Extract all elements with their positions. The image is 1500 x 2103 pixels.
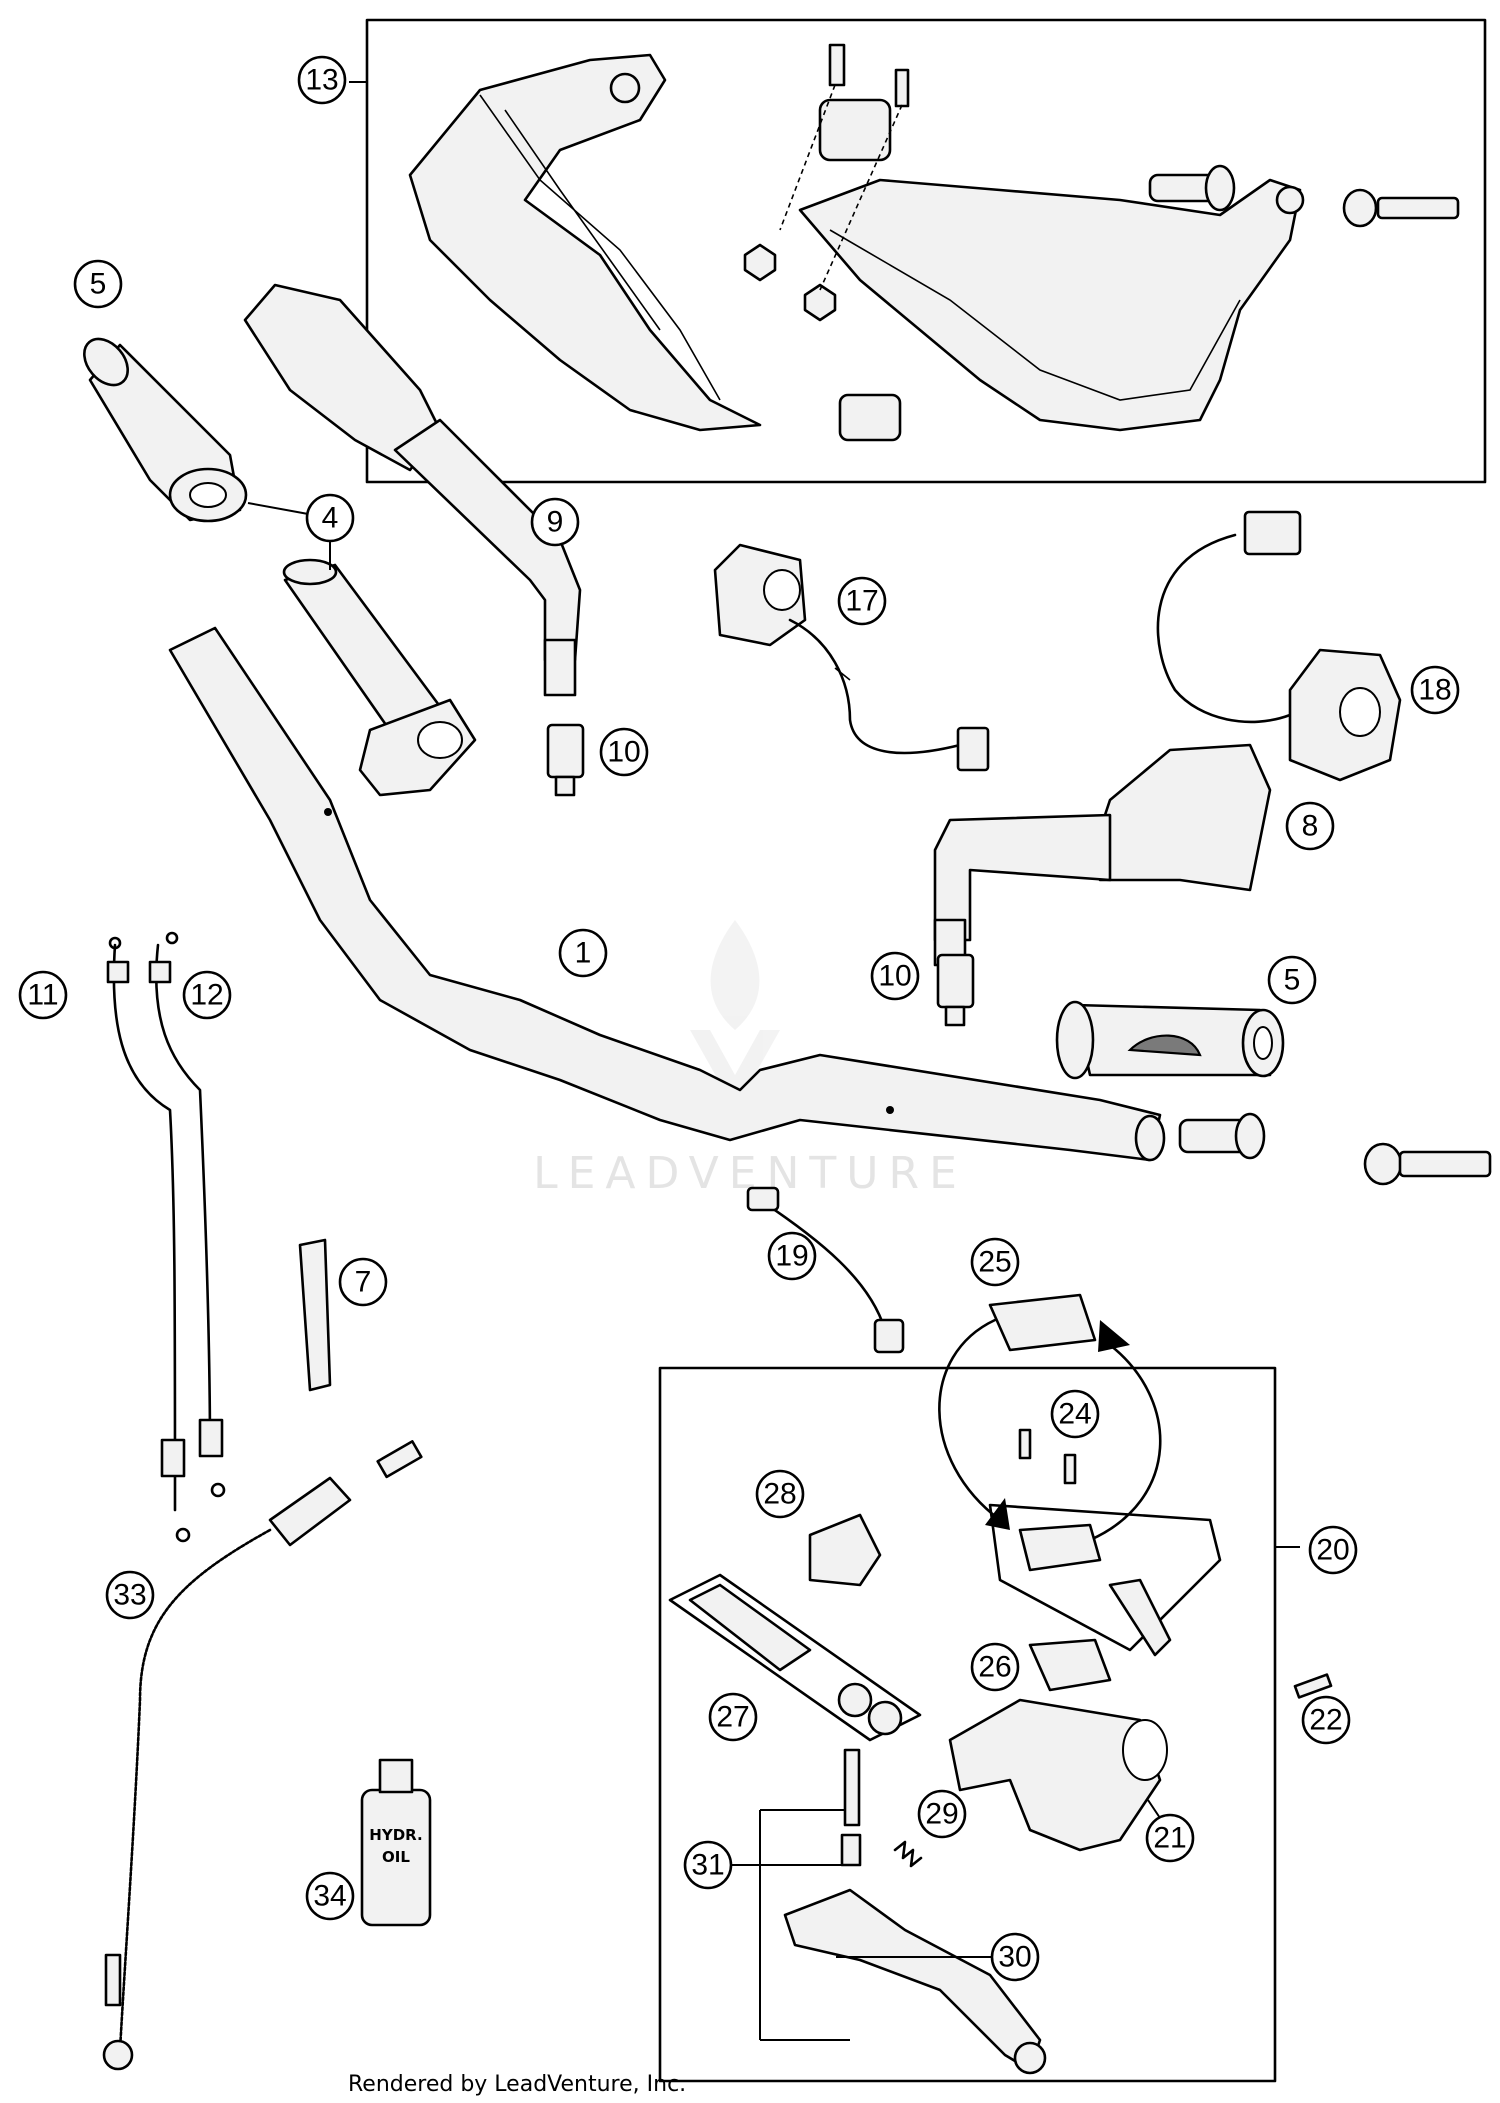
callout-11: 11 [18,970,68,1020]
mirror-right [933,743,1272,967]
callout-12: 12 [182,970,232,1020]
callout-34: 34 [305,1871,355,1921]
svg-text:34: 34 [313,1880,346,1913]
svg-text:31: 31 [691,1849,724,1882]
callout-19: 19 [767,1231,817,1281]
throttle-cables [106,931,226,1543]
callout-10-left: 10 [599,727,649,777]
callout-21: 21 [1145,1813,1195,1863]
svg-text:21: 21 [1153,1822,1186,1855]
throttle-tube [282,558,477,797]
svg-text:30: 30 [998,1941,1031,1974]
callout-17: 17 [837,576,887,626]
callout-31: 31 [683,1840,733,1890]
svg-text:29: 29 [925,1798,958,1831]
callout-18: 18 [1410,665,1460,715]
callout-7: 7 [338,1257,388,1307]
callout-9: 9 [530,497,580,547]
callout-leaders [731,1799,1161,1958]
callout-25: 25 [970,1237,1020,1287]
switch-left [713,543,990,772]
callout-22: 22 [1301,1695,1351,1745]
svg-text:5: 5 [90,268,107,301]
svg-text:33: 33 [113,1579,146,1612]
clutch-master-cylinder-box [658,1293,1333,2083]
callout-24: 24 [1050,1389,1100,1439]
clutch-cable [102,1440,423,2071]
grip-right [1055,1000,1285,1080]
callout-27: 27 [708,1692,758,1742]
bar-end-right [1178,1112,1492,1186]
hydraulic-oil-bottle: HYDR. OIL [360,1758,432,1927]
callout-29: 29 [917,1789,967,1839]
svg-text:27: 27 [716,1701,749,1734]
callout-4: 4 [247,493,355,570]
callout-5-right: 5 [1267,955,1317,1005]
svg-text:10: 10 [607,736,640,769]
svg-text:11: 11 [27,979,58,1012]
svg-text:7: 7 [355,1266,372,1299]
mirror-left [243,283,582,697]
svg-text:22: 22 [1309,1704,1342,1737]
watermark-logo [690,920,780,1110]
callout-8: 8 [1285,801,1335,851]
svg-text:1: 1 [575,937,592,970]
callout-20: 20 [1308,1525,1358,1575]
svg-text:18: 18 [1418,674,1451,707]
callout-10-right: 10 [870,951,920,1001]
watermark-text: LEADVENTURE [533,1148,967,1199]
svg-text:8: 8 [1302,810,1319,843]
svg-text:19: 19 [775,1240,808,1273]
svg-text:26: 26 [978,1651,1011,1684]
svg-text:17: 17 [845,585,878,618]
callout-30: 30 [990,1932,1040,1982]
mirror-adapter-left [546,723,585,797]
bottle-label-line1: HYDR. [369,1826,422,1844]
callout-1: 1 [558,928,608,978]
callout-26: 26 [970,1642,1020,1692]
svg-text:24: 24 [1058,1398,1091,1431]
footer-credit: Rendered by LeadVenture, Inc. [348,2072,687,2097]
callout-5-left: 5 [73,259,123,309]
svg-text:4: 4 [322,502,339,535]
bottle-label-line2: OIL [382,1848,410,1866]
svg-text:9: 9 [547,506,564,539]
handlebar [168,626,1166,1162]
svg-text:28: 28 [763,1478,796,1511]
spacer-plate [298,1238,332,1392]
svg-text:13: 13 [305,64,338,97]
grip-left [83,337,248,523]
svg-text:10: 10 [878,960,911,993]
sensor-cable [746,1186,905,1354]
mirror-adapter-right [936,953,975,1027]
handguard-set-box [349,18,1487,484]
svg-text:25: 25 [978,1246,1011,1279]
svg-text:20: 20 [1316,1534,1349,1567]
svg-text:12: 12 [190,979,223,1012]
callout-13: 13 [297,55,347,105]
callout-28: 28 [755,1469,805,1519]
switch-right [1156,510,1402,782]
svg-text:5: 5 [1284,964,1301,997]
callout-33: 33 [105,1570,155,1620]
